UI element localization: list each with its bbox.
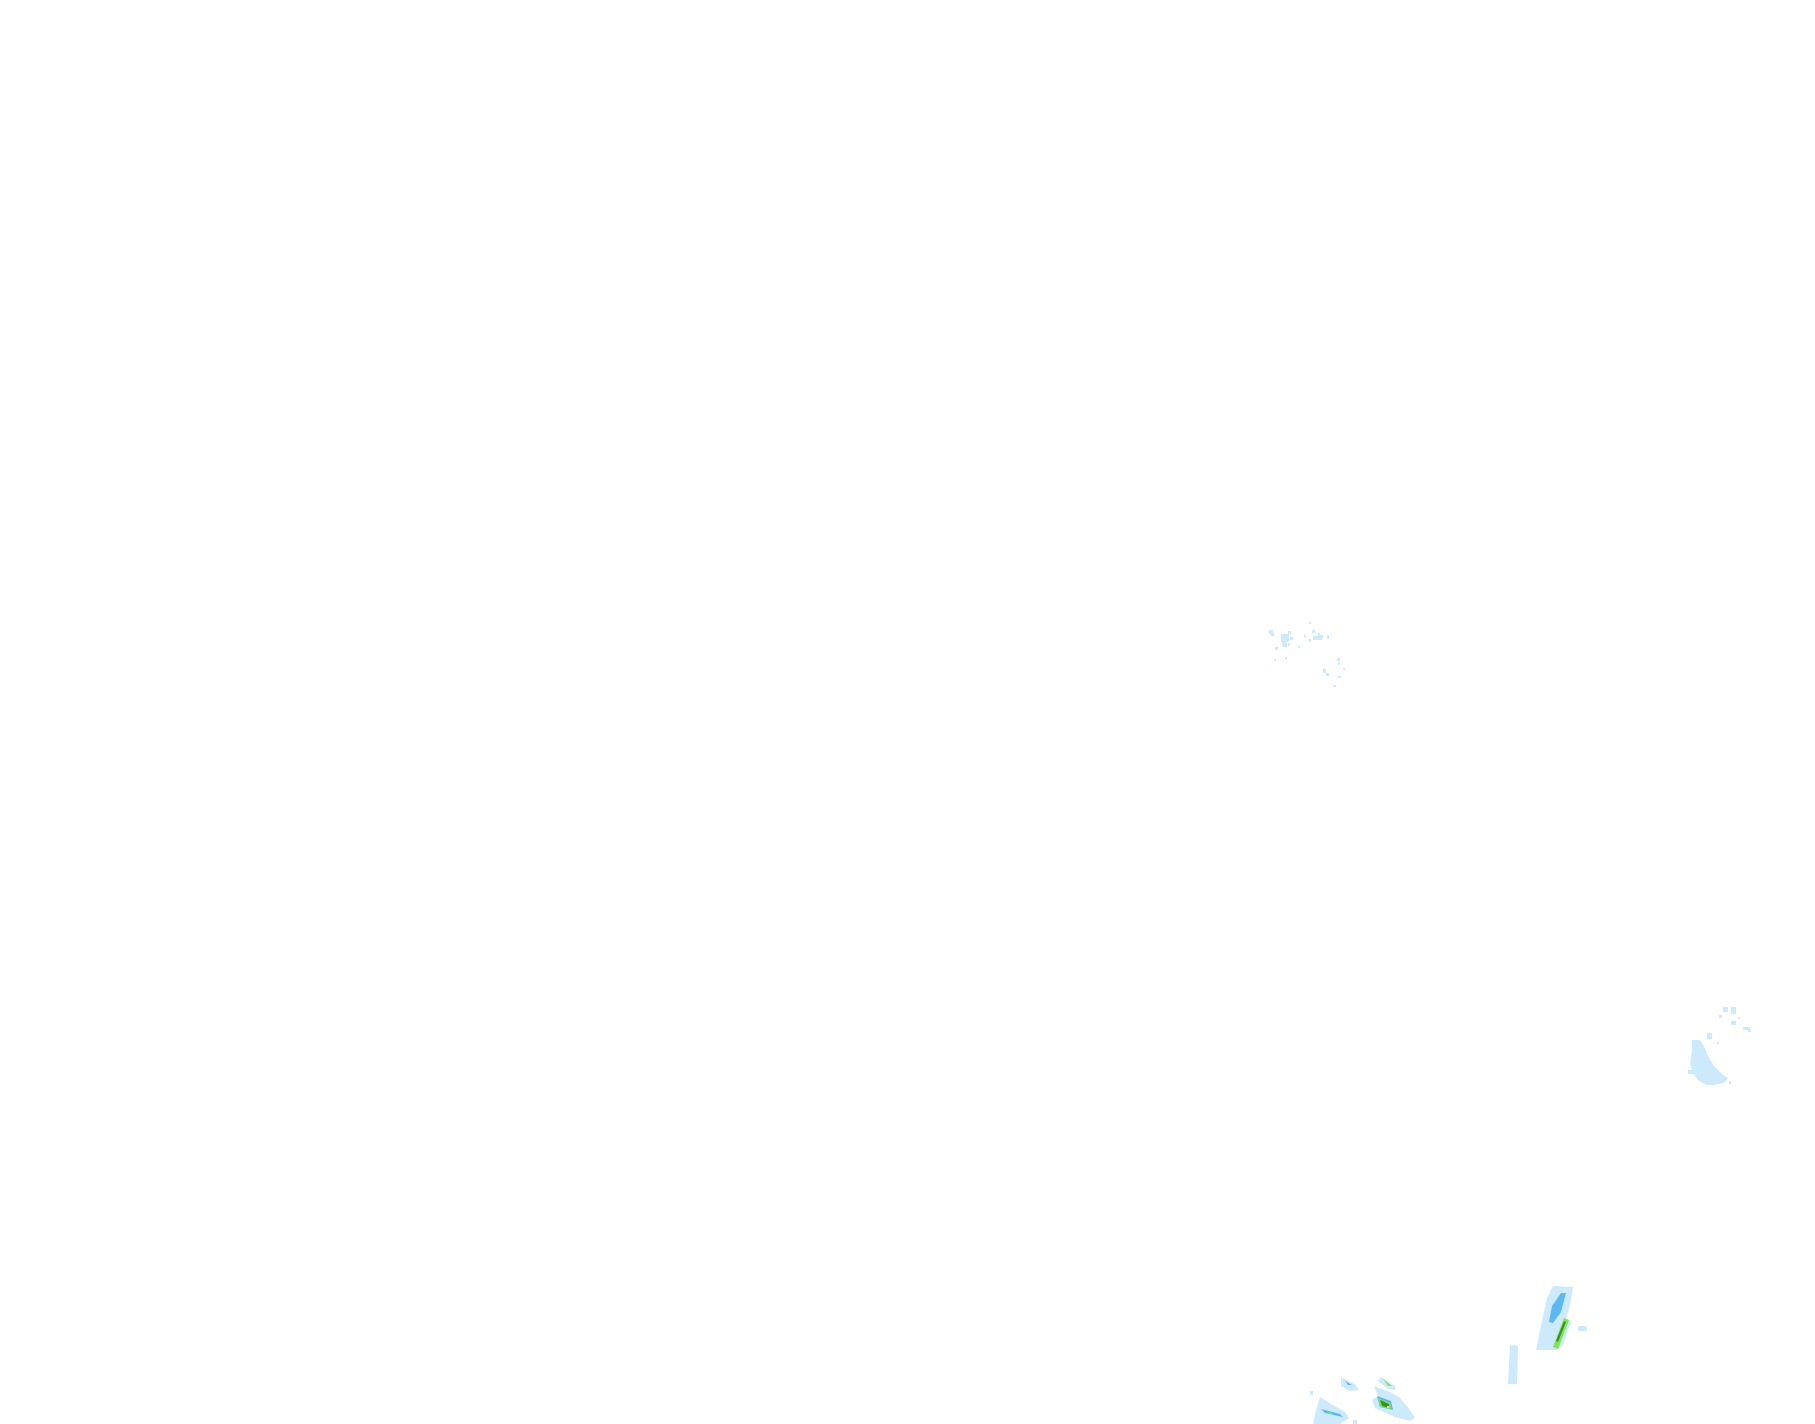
precip-cluster-north [1269,622,1345,687]
storm-cells-south [1310,1377,1415,1424]
storm-cell-southeast [1508,1286,1587,1384]
precip-cluster-east [1688,1007,1751,1085]
